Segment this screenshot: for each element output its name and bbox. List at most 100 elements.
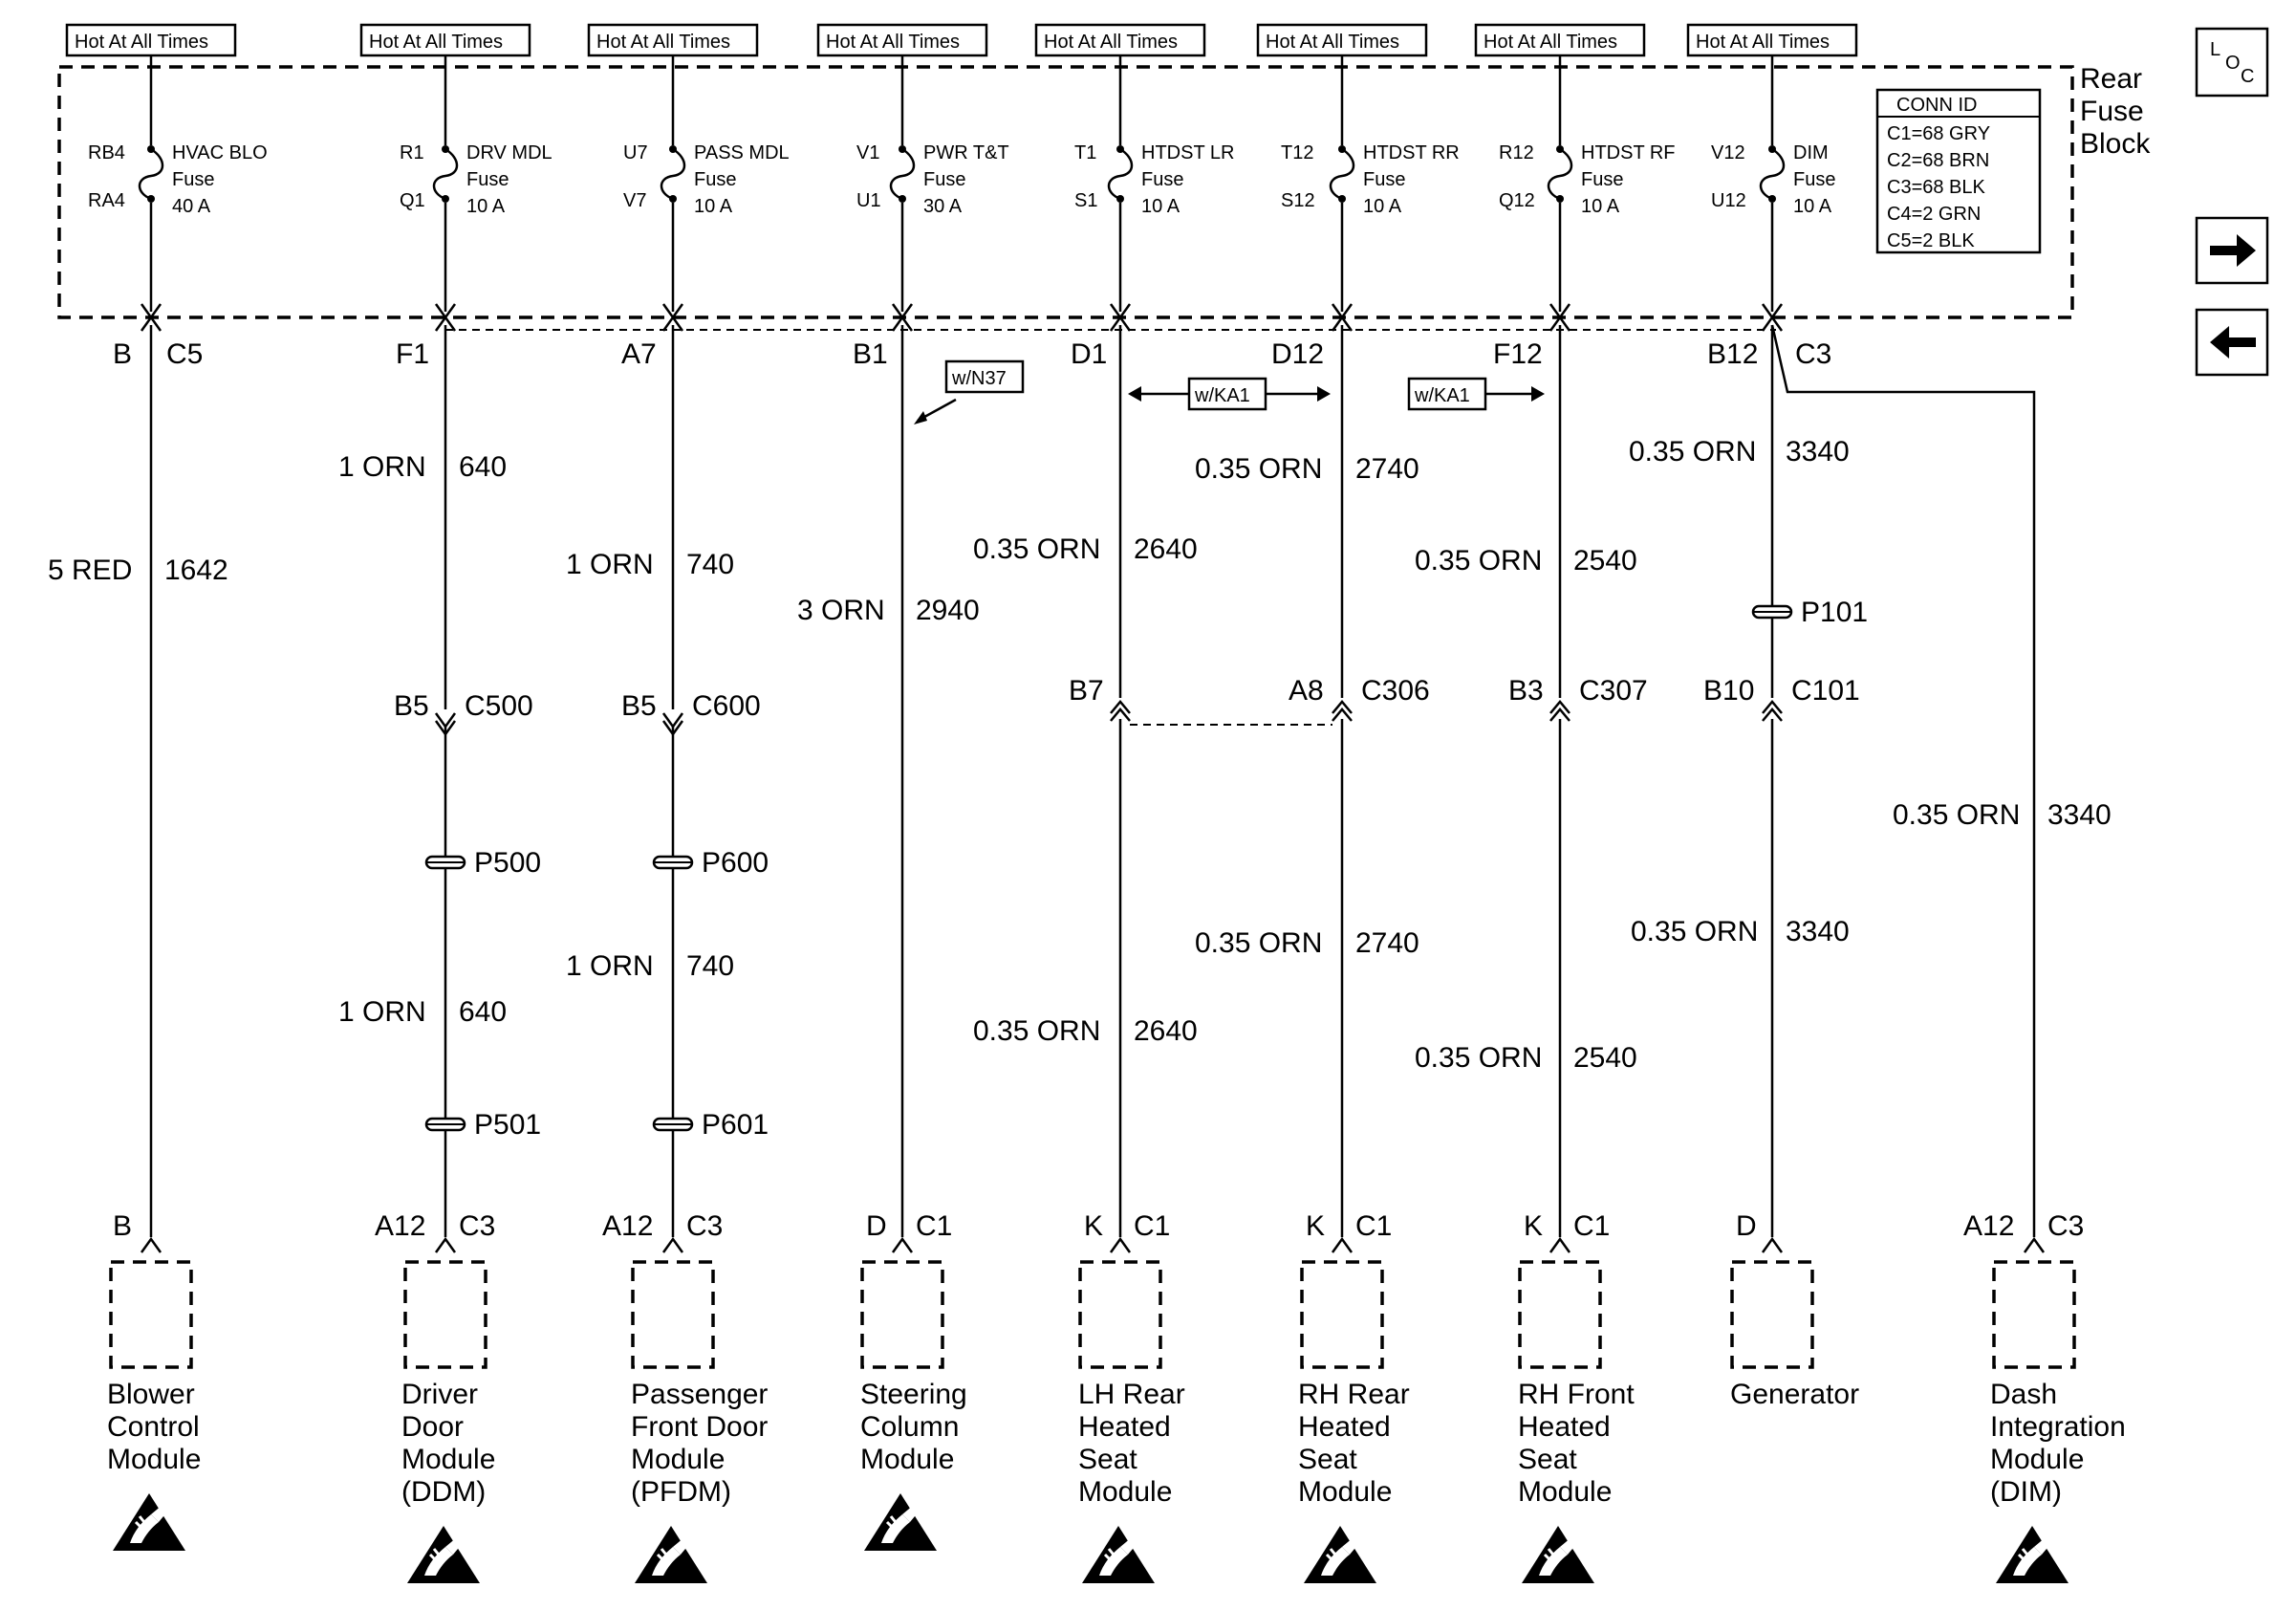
wire-gauge: 0.35 ORN — [1629, 436, 1756, 468]
wire-circuit: 2940 — [916, 595, 980, 626]
wire-gauge: 0.35 ORN — [1195, 927, 1322, 959]
hot-label: Hot At All Times — [1044, 32, 1178, 53]
fuse-pin-bottom: S12 — [1281, 190, 1315, 211]
splice-p101: P101 — [1751, 597, 1868, 628]
arrow-right-icon — [1317, 386, 1331, 402]
block-terminals — [140, 303, 1784, 332]
previous-page-button[interactable] — [2195, 308, 2269, 377]
module-box-steering — [860, 1260, 944, 1369]
module-connector: C3 — [459, 1210, 495, 1242]
fuse-amperage: 10 A — [466, 196, 506, 217]
block-pin: B12 — [1707, 338, 1758, 370]
module-box-blower — [109, 1260, 193, 1369]
wire-gauge: 1 ORN — [566, 950, 654, 982]
wires — [149, 55, 2036, 1237]
module-pin: K — [1524, 1210, 1543, 1242]
hot-label: Hot At All Times — [826, 32, 960, 53]
fuse-block-label-line2: Fuse — [2080, 96, 2144, 127]
wire-circuit: 3340 — [1786, 916, 1850, 947]
fuse-symbol — [889, 145, 916, 203]
fuse-symbol — [1759, 145, 1786, 203]
splice-label: P600 — [702, 847, 769, 879]
locator-icon[interactable]: L O C — [2195, 27, 2269, 98]
fuse-pin-top: U7 — [623, 142, 648, 163]
hot-label: Hot At All Times — [1266, 32, 1399, 53]
connector-c306-lr-symbol — [1110, 700, 1131, 722]
module-name-line: Module — [860, 1444, 954, 1475]
splice-label: P500 — [474, 847, 541, 879]
fuse-symbol — [1107, 145, 1134, 203]
fuse-word: Fuse — [172, 169, 214, 190]
wire-circuit: 3340 — [2047, 799, 2112, 831]
module-name-line: Heated — [1298, 1411, 1391, 1443]
splice-p500: P500 — [424, 847, 541, 879]
fuse-pin-bottom: Q1 — [400, 190, 425, 211]
fuse-amperage: 10 A — [1141, 196, 1180, 217]
next-page-button[interactable] — [2195, 216, 2269, 285]
module-name-line: Control — [107, 1411, 200, 1443]
fuse-amperage: 30 A — [923, 196, 963, 217]
block-pin: B1 — [853, 338, 888, 370]
block-pin: D12 — [1271, 338, 1324, 370]
wire-circuit: 640 — [459, 996, 507, 1028]
esd-warning-icon — [1994, 1524, 2070, 1585]
conn-id-row: C5=2 BLK — [1887, 230, 1975, 251]
module-name-line: Dash — [1990, 1379, 2057, 1410]
module-name-line: Module — [1990, 1444, 2084, 1475]
hot-label: Hot At All Times — [369, 32, 503, 53]
conn-id-row: C1=68 GRY — [1887, 123, 1990, 144]
fuse-amperage: 10 A — [694, 196, 733, 217]
connector-c307-symbol — [1549, 700, 1570, 722]
block-pin: A7 — [621, 338, 657, 370]
esd-warning-icon — [405, 1524, 482, 1585]
module-connector-symbols — [140, 1236, 2046, 1253]
module-box-ddm — [403, 1260, 487, 1369]
fuse-symbol — [1547, 145, 1573, 203]
fuse-pin-top: T12 — [1281, 142, 1313, 163]
fuse-pin-bottom: S1 — [1074, 190, 1097, 211]
connector-c500-symbol — [434, 712, 457, 737]
fuse-name: HTDST LR — [1141, 142, 1234, 163]
block-connector: C3 — [1795, 338, 1831, 370]
hot-at-all-times-labels: Hot At All Times Hot At All Times Hot At… — [65, 23, 1858, 57]
inline-connector-name: C500 — [465, 690, 533, 722]
fuse-word: Fuse — [1793, 169, 1835, 190]
arrow-left-icon — [2210, 326, 2256, 359]
hot-label: Hot At All Times — [596, 32, 730, 53]
wire-circuit: 640 — [459, 451, 507, 483]
module-name-line: Integration — [1990, 1411, 2126, 1443]
wire-gauge: 0.35 ORN — [1415, 545, 1542, 577]
module-name-line: Passenger — [631, 1379, 768, 1410]
module-name-line: Module — [1518, 1476, 1612, 1508]
wire-gauge: 5 RED — [48, 555, 132, 586]
fuse-name: DRV MDL — [466, 142, 552, 163]
fuse-pin-top: V12 — [1711, 142, 1745, 163]
fuse-symbol — [432, 145, 459, 203]
module-pin: D — [866, 1210, 887, 1242]
module-box-rh-rear-seat — [1300, 1260, 1384, 1369]
arrow-right-icon — [1531, 386, 1545, 402]
fuse-name: HVAC BLO — [172, 142, 268, 163]
module-pin: A12 — [602, 1210, 653, 1242]
option-label: w/KA1 — [1194, 385, 1250, 406]
wire-circuit: 2740 — [1355, 927, 1419, 959]
module-connector: C3 — [686, 1210, 723, 1242]
block-pin: F1 — [396, 338, 429, 370]
module-connector: C1 — [1134, 1210, 1170, 1242]
module-pin: D — [1736, 1210, 1757, 1242]
module-name-line: Module — [107, 1444, 201, 1475]
module-name-line: LH Rear — [1078, 1379, 1185, 1410]
arrow-right-icon — [2210, 234, 2256, 267]
wire-circuit: 740 — [686, 950, 734, 982]
fuse-amperage: 40 A — [172, 196, 211, 217]
module-pin-labels: B A12 C3 A12 C3 D C1 K C1 K C1 K C1 D A1… — [113, 1210, 2084, 1242]
fuse-word: Fuse — [1581, 169, 1623, 190]
fuse-pin-bottom: RA4 — [88, 190, 125, 211]
wire-circuit: 2540 — [1573, 545, 1637, 577]
module-names: Blower Control Module Driver Door Module… — [107, 1379, 2126, 1508]
wire-labels: 5 RED 1642 1 ORN 640 1 ORN 640 1 ORN 740… — [48, 436, 2112, 1074]
fuse-word: Fuse — [1363, 169, 1405, 190]
option-labels: w/N37 w/KA1 w/KA1 — [914, 359, 1545, 424]
loc-letter-l: L — [2210, 39, 2220, 60]
hot-label: Hot At All Times — [75, 32, 208, 53]
